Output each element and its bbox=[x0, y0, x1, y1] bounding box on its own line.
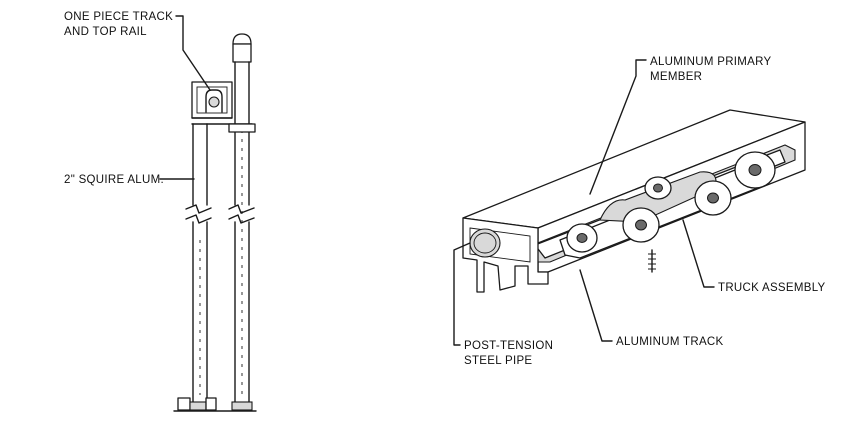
track-top-rail-profile bbox=[191, 81, 253, 125]
member-end-profile bbox=[462, 217, 549, 293]
pipe-leader bbox=[453, 242, 471, 346]
post-cap bbox=[232, 33, 252, 63]
truck-assembly bbox=[559, 151, 776, 273]
track-rail-label: ONE PIECE TRACK AND TOP RAIL bbox=[64, 11, 211, 91]
primary-member-label: ALUMINUM PRIMARY MEMBER bbox=[589, 56, 772, 195]
post-label-text: 2" SQUIRE ALUM. bbox=[64, 174, 164, 186]
truck-leader bbox=[682, 219, 715, 288]
primary-member-leader bbox=[589, 59, 647, 195]
break-lines bbox=[185, 204, 255, 224]
isometric-view: ALUMINUM PRIMARY MEMBER TRUCK ASSEMBLY A… bbox=[453, 56, 826, 367]
connector-bracket bbox=[228, 123, 256, 133]
truck-label: TRUCK ASSEMBLY bbox=[682, 219, 826, 294]
pipe-label: POST-TENSION STEEL PIPE bbox=[453, 242, 553, 367]
primary-member-label-line1: ALUMINUM PRIMARY bbox=[650, 56, 772, 68]
steel-pipe bbox=[469, 228, 501, 258]
track-leader bbox=[579, 269, 613, 342]
track-label: ALUMINUM TRACK bbox=[579, 269, 724, 348]
track-rail-label-line2: AND TOP RAIL bbox=[64, 26, 147, 38]
vertical-member bbox=[192, 123, 208, 411]
post-label: 2" SQUIRE ALUM. bbox=[64, 174, 195, 186]
track-label-text: ALUMINUM TRACK bbox=[616, 336, 724, 348]
track-rail-leader bbox=[175, 15, 211, 91]
primary-member-label-line2: MEMBER bbox=[650, 71, 702, 83]
track-rail-label-line1: ONE PIECE TRACK bbox=[64, 11, 173, 23]
pipe-label-line2: STEEL PIPE bbox=[464, 355, 532, 367]
base-plate bbox=[173, 397, 257, 412]
pipe-label-line1: POST-TENSION bbox=[464, 340, 553, 352]
section-view: ONE PIECE TRACK AND TOP RAIL 2" SQUIRE A… bbox=[64, 11, 257, 412]
truck-label-text: TRUCK ASSEMBLY bbox=[718, 282, 826, 294]
vertical-post bbox=[234, 61, 250, 411]
